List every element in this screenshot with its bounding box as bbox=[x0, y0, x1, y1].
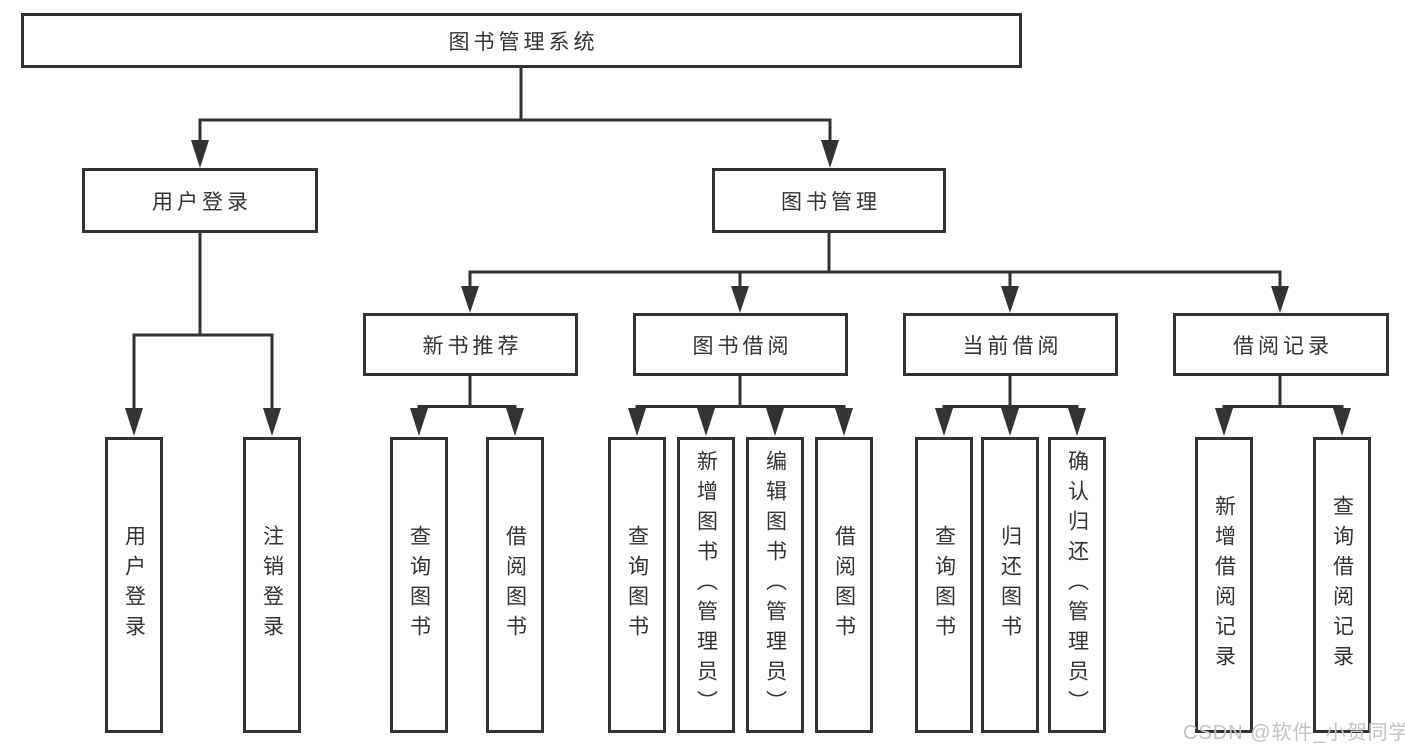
arrowhead-leaf-user-login bbox=[125, 408, 143, 436]
leaf-add-books-admin: 新增图书（管理员） bbox=[677, 437, 735, 733]
arrowhead-leaf-add-book-admin bbox=[697, 408, 715, 436]
arrowhead-user-login bbox=[191, 140, 209, 168]
node-user-login: 用户登录 bbox=[82, 168, 318, 233]
leaf-borrow-books-recommend: 借阅图书 bbox=[486, 437, 544, 733]
arrowhead-book-borrow bbox=[731, 286, 749, 313]
leaf-user-login: 用户登录 bbox=[105, 437, 163, 733]
leaf-query-books-current: 查询图书 bbox=[915, 437, 973, 733]
node-new-book-recommend: 新书推荐 bbox=[363, 313, 578, 376]
arrowhead-leaf-edit-book-admin bbox=[766, 408, 784, 436]
arrowhead-book-mgmt bbox=[821, 140, 839, 168]
connector-current-borrow-to-leaves bbox=[942, 374, 1079, 408]
node-current-borrowing: 当前借阅 bbox=[903, 313, 1118, 376]
arrowhead-leaf-logout bbox=[263, 408, 281, 436]
leaf-return-books: 归还图书 bbox=[981, 437, 1039, 733]
connector-user-login-to-leaves bbox=[132, 231, 274, 414]
leaf-logout: 注销登录 bbox=[243, 437, 301, 733]
arrowhead-leaf-borrow-book-borrow bbox=[835, 408, 853, 436]
connector-book-borrow-to-leaves bbox=[635, 374, 846, 408]
leaf-query-books-recommend: 查询图书 bbox=[390, 437, 448, 733]
arrowhead-leaf-query-book-rec bbox=[410, 408, 428, 436]
arrowhead-leaf-query-borrow-record bbox=[1333, 408, 1351, 436]
arrowhead-leaf-query-book-borrow bbox=[628, 408, 646, 436]
node-library-management-system: 图书管理系统 bbox=[21, 13, 1022, 68]
node-book-borrowing: 图书借阅 bbox=[633, 313, 848, 376]
leaf-add-borrow-record: 新增借阅记录 bbox=[1195, 437, 1253, 733]
leaf-edit-books-admin: 编辑图书（管理员） bbox=[746, 437, 804, 733]
arrowhead-borrow-records bbox=[1271, 286, 1289, 313]
arrowhead-current-borrow bbox=[1001, 286, 1019, 313]
leaf-query-borrow-record: 查询借阅记录 bbox=[1313, 437, 1371, 733]
node-book-management: 图书管理 bbox=[712, 168, 946, 233]
connector-root-to-level1 bbox=[198, 66, 832, 146]
csdn-watermark: CSDN @软件_小贺同学 bbox=[1183, 722, 1405, 744]
arrowhead-leaf-borrow-book-rec bbox=[506, 408, 524, 436]
connector-book-mgmt-to-level2 bbox=[468, 231, 1282, 292]
connector-borrow-records-to-leaves bbox=[1222, 374, 1344, 408]
arrowhead-leaf-confirm-return bbox=[1068, 408, 1086, 436]
leaf-confirm-return-admin: 确认归还（管理员） bbox=[1048, 437, 1106, 733]
connector-new-book-rec-to-leaves bbox=[417, 374, 517, 408]
leaf-query-books-borrowing: 查询图书 bbox=[608, 437, 666, 733]
arrowhead-new-book-rec bbox=[461, 286, 479, 313]
node-borrowing-records: 借阅记录 bbox=[1173, 313, 1389, 376]
arrowhead-leaf-query-book-current bbox=[935, 408, 953, 436]
arrowhead-leaf-return-book bbox=[1001, 408, 1019, 436]
arrowhead-leaf-add-borrow-record bbox=[1215, 408, 1233, 436]
leaf-borrow-books-borrowing: 借阅图书 bbox=[815, 437, 873, 733]
